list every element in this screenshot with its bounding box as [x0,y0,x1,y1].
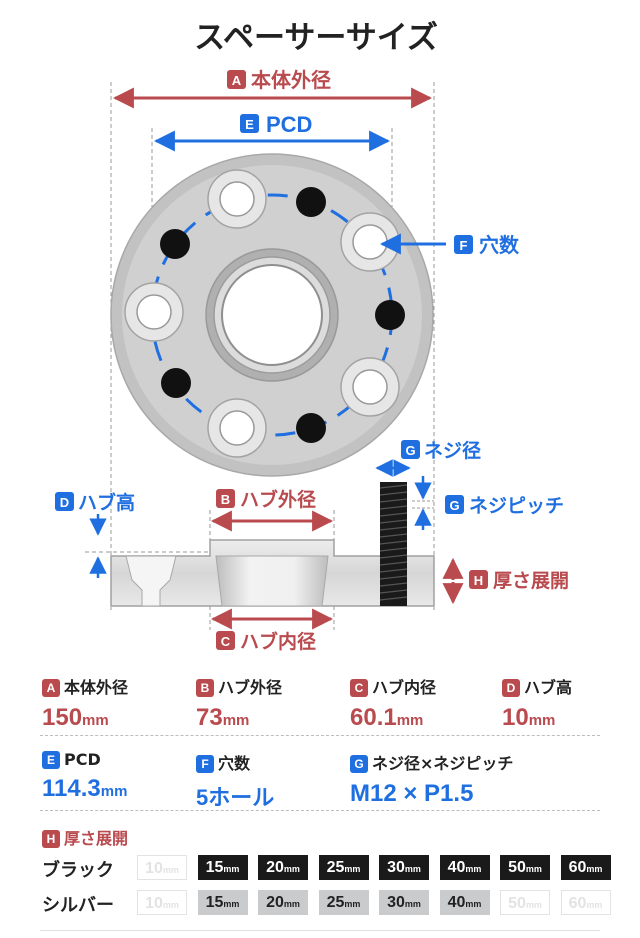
bottom-divider [40,930,600,931]
spec-b-badge: B [196,679,214,697]
stud [375,300,405,330]
spec-b-label: ハブ外径 [218,678,283,697]
label-h-text: 厚さ展開 [493,570,569,592]
thickness-badge: H [42,830,60,848]
spec-e-badge: E [42,751,60,769]
spec-c-value: 60.1mm [350,704,424,731]
spec-f-badge: F [196,755,214,773]
spec-d-badge: D [502,679,520,697]
label-d-text: ハブ高 [78,491,135,514]
label-h-badge [469,570,488,589]
spacer-side-view [110,482,435,607]
label-c-badge [216,631,235,650]
black-size-10-chip: 10mm [137,855,187,880]
label-e-text: PCD [266,112,312,137]
page-title: スペーサーサイズ [194,20,438,56]
spec-c-label: ハブ内径 [372,678,437,697]
label-a-text: 本体外径 [251,68,331,92]
spec-g-label: ネジ径×ネジピッチ [372,754,514,773]
black-size-40-chip: 40mm [439,855,490,880]
silver-size-25-chip: 25mm [318,890,369,915]
stud [296,413,326,443]
black-size-15-chip: 15mm [197,855,248,880]
label-e-letter: E [245,117,254,132]
label-f-letter: F [460,238,468,253]
silver-size-40-chip: 40mm [439,890,490,915]
bolt-hole [340,357,400,417]
thickness-title: 厚さ展開 [64,829,129,848]
spec-e-label: PCD [64,750,101,769]
silver-size-50-chip: 50mm [500,890,550,915]
black-row-label: ブラック [42,860,114,881]
label-f-text: 穴数 [479,233,520,257]
bolt-hole [207,169,267,229]
stud [296,187,326,217]
spacer-top-view [110,153,434,477]
spec-c-badge: C [350,679,368,697]
label-b-text: ハブ外径 [240,488,316,511]
label-a-badge [227,70,246,89]
spec-d-value: 10mm [502,704,556,731]
silver-size-30-chip: 30mm [379,890,429,915]
label-b-letter: B [221,492,230,507]
spec-a-badge: A [42,679,60,697]
stud [161,368,191,398]
black-size-30-chip: 30mm [379,855,429,880]
black-size-60-chip: 60mm [560,855,611,880]
spec-d-label: ハブ高 [524,678,573,697]
label-g2-badge [445,495,464,514]
spec-f-label: 穴数 [218,754,251,773]
divider [40,810,600,811]
spec-b-value: 73mm [196,704,250,731]
label-g1-text: ネジ径 [424,440,481,462]
spacer-diagram: スペーサーサイズ A 本体外径 E PCD [55,20,569,653]
silver-size-20-chip: 20mm [258,890,308,915]
silver-row-label: シルバー [42,895,114,916]
silver-size-60-chip: 60mm [560,890,611,915]
label-b-badge [216,489,235,508]
spec-a-label: 本体外径 [64,678,129,697]
label-e-badge [240,114,259,133]
spec-a-value: 150mm [42,704,109,731]
black-size-50-chip: 50mm [500,855,550,880]
silver-size-15-chip: 15mm [197,890,248,915]
label-g2-text: ネジピッチ [469,495,564,517]
spec-e-value: 114.3mm [42,775,128,802]
divider [40,735,600,736]
black-size-25-chip: 25mm [318,855,369,880]
bolt-hole [207,398,267,458]
spec-f-value: 5ホール [196,785,275,810]
silver-size-10-chip: 10mm [137,890,187,915]
label-g1-badge [401,440,420,459]
bolt-hole [124,282,184,342]
label-c-text: ハブ内径 [240,630,316,653]
stud [160,229,190,259]
label-c-letter: C [221,634,231,649]
label-d-letter: D [60,495,69,510]
black-size-20-chip: 20mm [258,855,308,880]
spec-g-badge: G [350,755,368,773]
bolt-hole [340,212,400,272]
spec-g-value: M12 × P1.5 [350,780,474,807]
label-a-letter: A [232,73,242,88]
label-h-letter: H [474,573,483,588]
label-f-badge [454,235,473,254]
label-d-badge [55,492,74,511]
label-g2-letter: G [449,498,459,513]
label-g1-letter: G [405,443,415,458]
